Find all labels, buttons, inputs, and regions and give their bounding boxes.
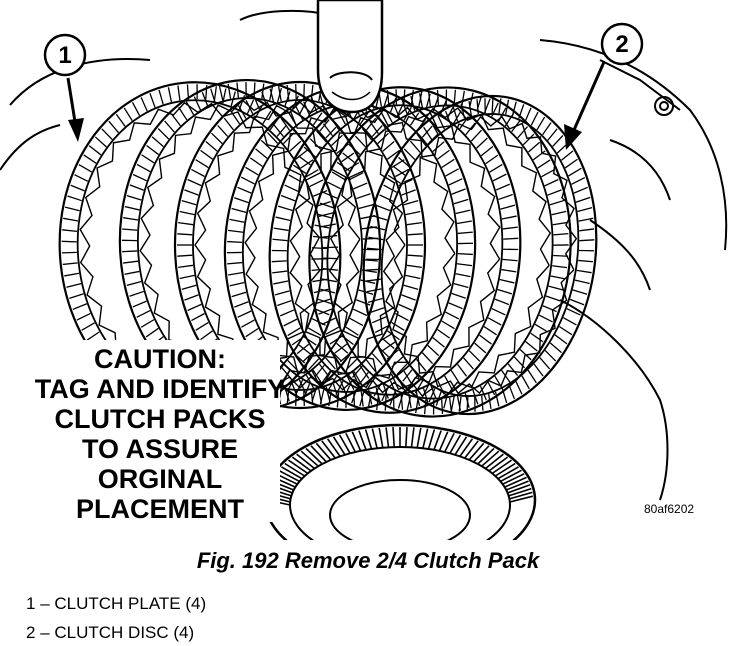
legend-item-clutch-plate: 1 – CLUTCH PLATE (4)	[26, 594, 206, 614]
legend-separator: –	[35, 594, 55, 613]
legend-item-clutch-disc: 2 – CLUTCH DISC (4)	[26, 623, 194, 643]
callout-1: 1	[43, 33, 87, 142]
transmission-housing	[0, 9, 728, 501]
legend-separator: –	[35, 623, 55, 642]
legend-number: 1	[26, 594, 36, 613]
caution-line-5: ORGINAL	[98, 464, 223, 494]
legend-number: 2	[26, 623, 36, 642]
callout-2-arrow	[572, 61, 606, 131]
legend-text: CLUTCH PLATE (4)	[54, 594, 207, 613]
caution-line-3: CLUTCH PACKS	[55, 404, 266, 434]
caution-line-6: PLACEMENT	[76, 494, 245, 524]
technician-finger	[316, 0, 384, 114]
caution-notice: CAUTION: TAG AND IDENTIFY CLUTCH PACKS T…	[35, 340, 286, 524]
clutch-drum	[263, 423, 537, 540]
clutch-ring	[268, 86, 522, 414]
callout-2-circle	[600, 22, 644, 66]
callout-1-circle	[43, 33, 87, 77]
clutch-pack-illustration: 1 2 CAUTION: TAG AND IDENTIFY CLUTCH PAC…	[0, 0, 728, 540]
legend-text: CLUTCH DISC (4)	[54, 623, 195, 642]
callout-2-number: 2	[615, 31, 628, 58]
callout-1-number: 1	[58, 42, 71, 69]
caution-line-1: CAUTION:	[94, 344, 226, 374]
callout-2: 2	[564, 22, 644, 150]
clutch-ring	[362, 94, 598, 416]
caution-line-2: TAG AND IDENTIFY	[35, 374, 286, 404]
caution-line-4: TO ASSURE	[82, 434, 238, 464]
figure-caption: Fig. 192 Remove 2/4 Clutch Pack	[196, 548, 540, 573]
figure-reference-code: 80af6202	[644, 502, 694, 516]
